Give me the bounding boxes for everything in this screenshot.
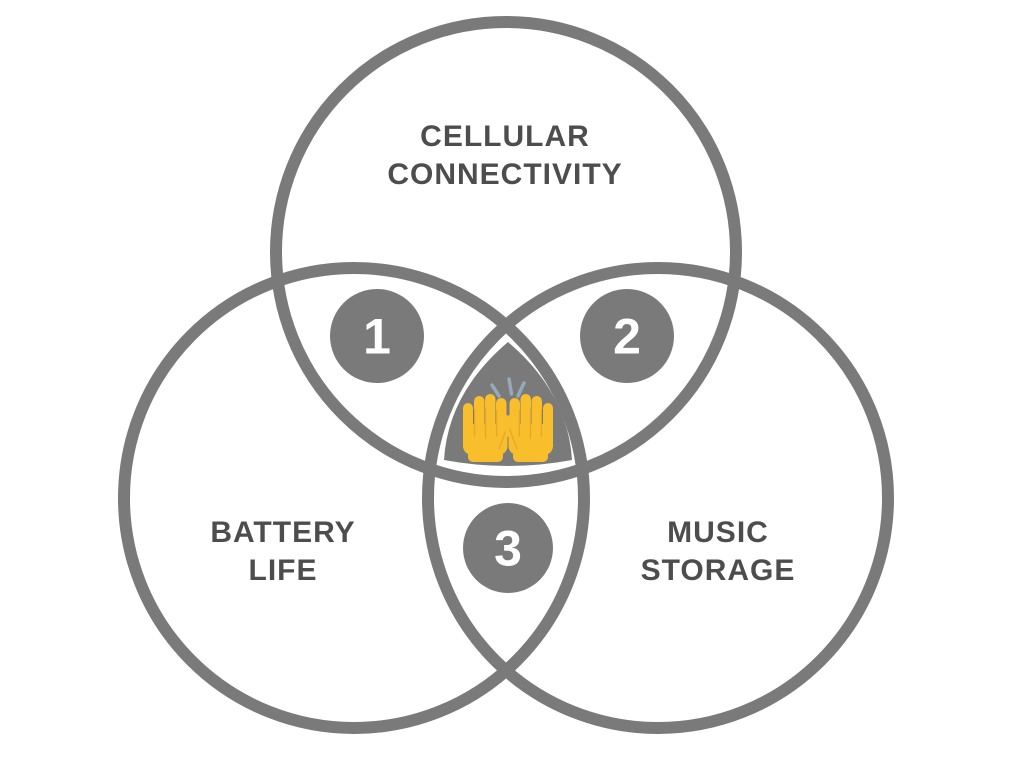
ray-left bbox=[490, 383, 501, 398]
left-hand bbox=[463, 394, 515, 462]
badge-1-number: 1 bbox=[363, 309, 391, 365]
badge-3: 3 bbox=[463, 503, 553, 593]
badge-2-circle bbox=[580, 289, 674, 383]
raising-hands-emoji bbox=[463, 377, 554, 463]
label-music-line1: MUSIC bbox=[667, 516, 769, 549]
emoji-rays bbox=[490, 377, 526, 398]
badge-3-number: 3 bbox=[494, 521, 522, 577]
badge-3-circle bbox=[463, 503, 553, 593]
badge-2: 2 bbox=[580, 289, 674, 383]
label-cellular-connectivity: CELLULAR CONNECTIVITY bbox=[387, 120, 622, 191]
circle-music-storage bbox=[422, 262, 894, 734]
label-battery-line2: LIFE bbox=[249, 554, 318, 587]
badge-1: 1 bbox=[330, 289, 424, 383]
label-battery-life: BATTERY LIFE bbox=[210, 516, 355, 587]
label-cellular-line2: CONNECTIVITY bbox=[387, 158, 622, 191]
label-cellular-line1: CELLULAR bbox=[420, 120, 590, 153]
ray-right bbox=[516, 381, 526, 398]
label-battery-line1: BATTERY bbox=[210, 516, 355, 549]
badge-2-number: 2 bbox=[613, 309, 641, 365]
circle-battery-life bbox=[118, 262, 590, 734]
label-music-storage: MUSIC STORAGE bbox=[641, 516, 796, 587]
badge-1-circle bbox=[330, 289, 424, 383]
venn-circles bbox=[118, 16, 894, 734]
circle-cellular-connectivity bbox=[270, 16, 742, 488]
label-music-line2: STORAGE bbox=[641, 554, 796, 587]
ray-middle bbox=[507, 377, 514, 396]
